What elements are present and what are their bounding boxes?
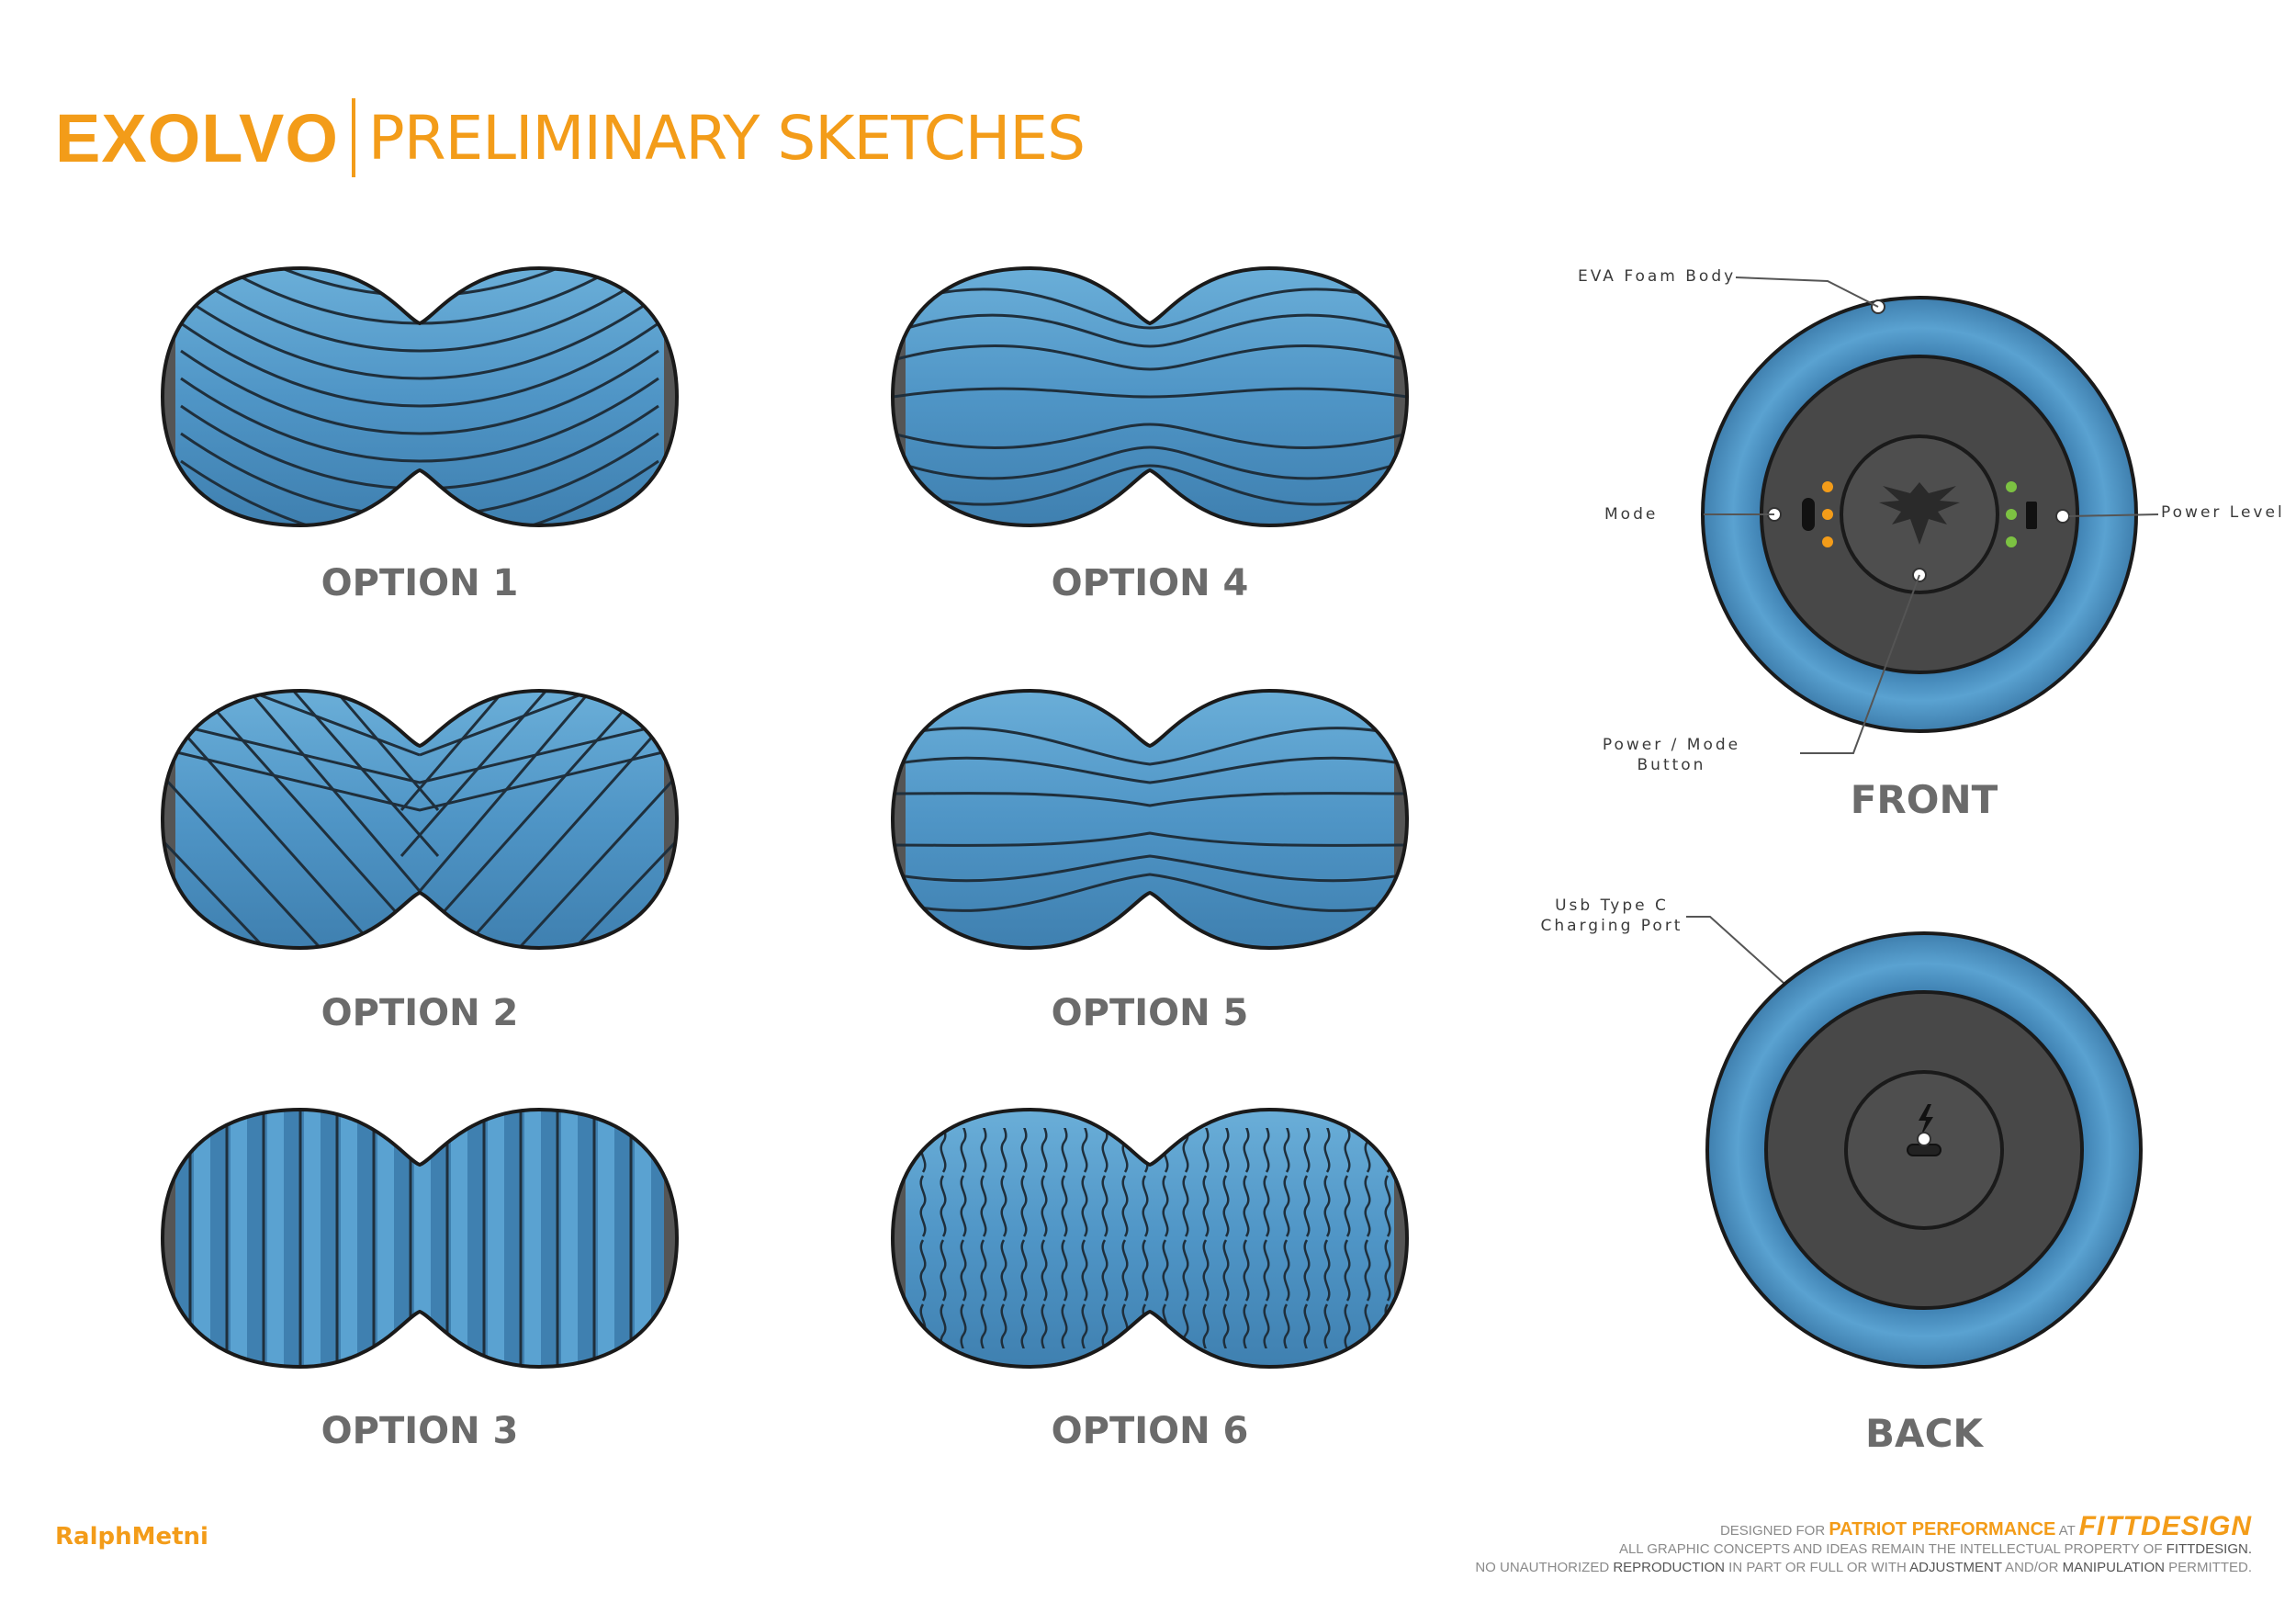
author-credit: RalphMetni: [55, 1523, 208, 1551]
page-title: EXOLVO PRELIMINARY SKETCHES: [55, 92, 1086, 184]
subtitle: PRELIMINARY SKETCHES: [367, 102, 1086, 174]
footer-line-3: NO UNAUTHORIZED REPRODUCTION IN PART OR …: [1475, 1560, 2252, 1575]
footer-line-1: DESIGNED FOR PATRIOT PERFORMANCE AT FITT…: [1719, 1511, 2252, 1541]
brand-title: EXOLVO: [55, 99, 339, 176]
front-view: [1699, 294, 2140, 735]
back-label: BACK: [1865, 1411, 1983, 1456]
lightning-icon: [1919, 1104, 1933, 1137]
option-2-sketch: [161, 689, 679, 950]
mode-callout: Mode: [1604, 505, 1659, 524]
eagle-logo-icon: [1879, 482, 1960, 545]
option-6-label: OPTION 6: [1051, 1410, 1249, 1452]
title-divider: [351, 98, 355, 177]
option-3-sketch: [161, 1108, 679, 1369]
option-1-label: OPTION 1: [321, 562, 519, 604]
option-1-sketch: [161, 266, 679, 527]
power-mode-callout: Power / Mode Button: [1593, 735, 1750, 775]
fittdesign-logo: FITTDESIGN: [2078, 1511, 2252, 1541]
usb-callout-line2: Charging Port: [1540, 917, 1683, 935]
back-view: [1704, 930, 2144, 1370]
option-4-sketch: [891, 266, 1409, 527]
power-level-callout: Power Level: [2161, 503, 2285, 522]
eva-foam-callout: EVA Foam Body: [1578, 267, 1737, 286]
option-5-label: OPTION 5: [1051, 992, 1249, 1034]
footer-legal: DESIGNED FOR PATRIOT PERFORMANCE AT FITT…: [1475, 1511, 2252, 1577]
power-mode-callout-line2: Button: [1637, 756, 1706, 774]
option-4-label: OPTION 4: [1051, 562, 1249, 604]
option-5-sketch: [891, 689, 1409, 950]
option-2-label: OPTION 2: [321, 992, 519, 1034]
footer-line-2: ALL GRAPHIC CONCEPTS AND IDEAS REMAIN TH…: [1618, 1541, 2252, 1557]
option-6-sketch: [891, 1108, 1409, 1369]
power-mode-callout-line1: Power / Mode: [1602, 736, 1741, 754]
front-label: FRONT: [1850, 777, 1998, 822]
usb-callout: Usb Type C Charging Port: [1525, 896, 1699, 936]
usb-callout-line1: Usb Type C: [1555, 897, 1669, 915]
option-3-label: OPTION 3: [321, 1410, 519, 1452]
